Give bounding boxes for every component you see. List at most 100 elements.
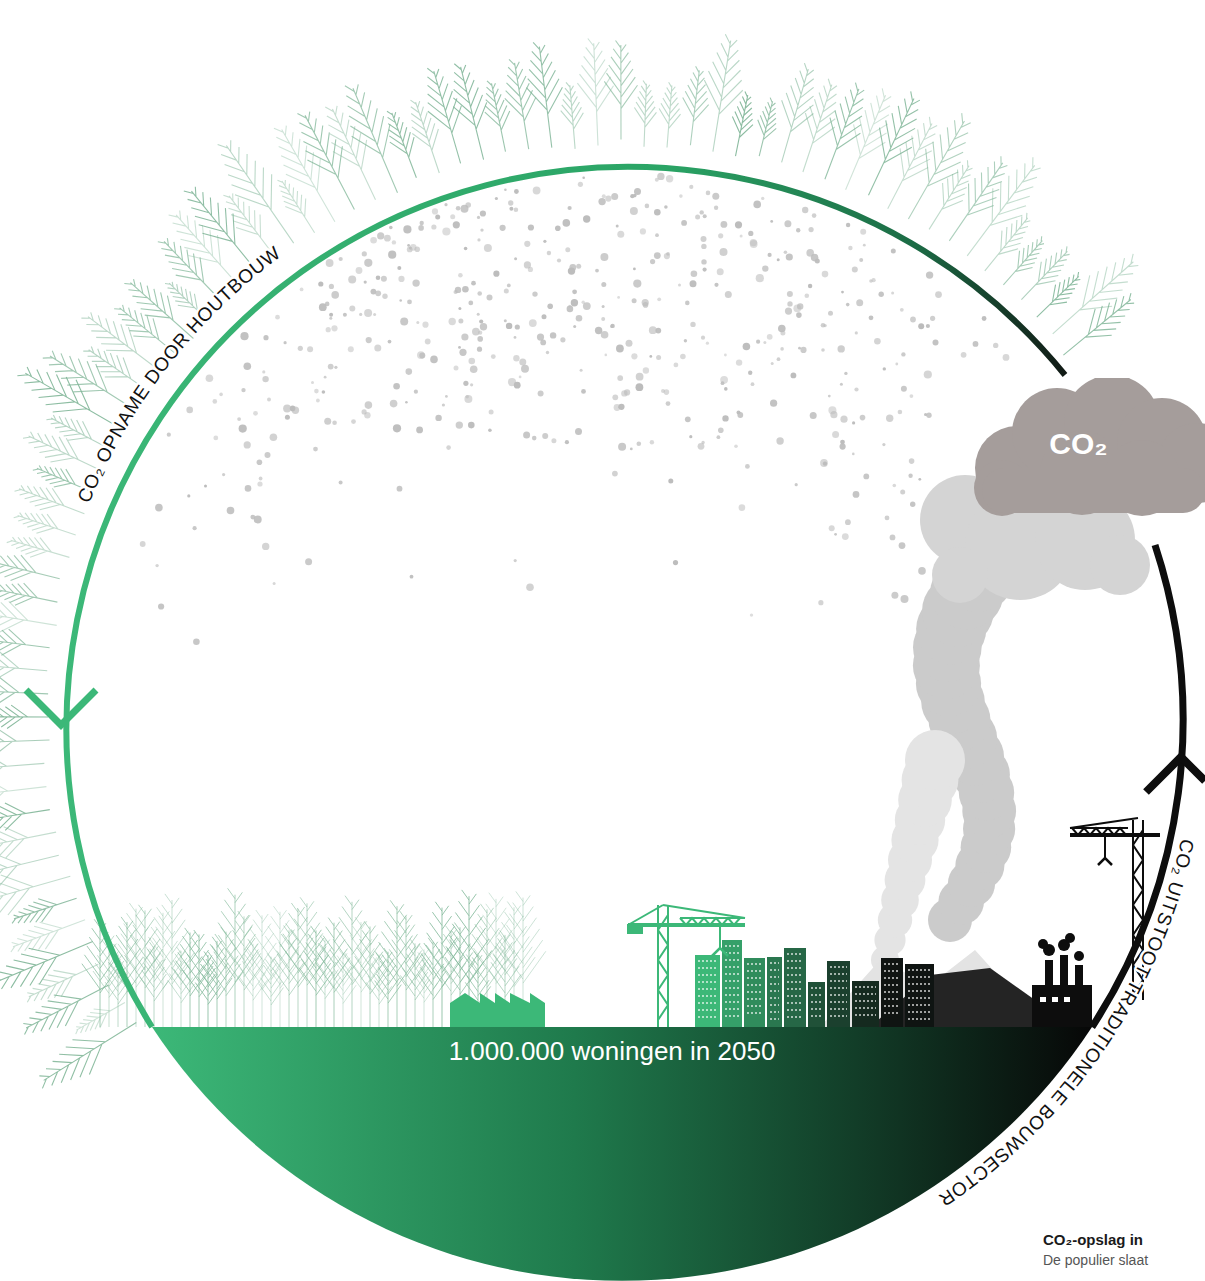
co2-dot <box>800 347 806 353</box>
co2-dot <box>685 301 690 306</box>
windows <box>908 969 931 970</box>
co2-dot <box>240 332 248 340</box>
co2-dot <box>244 363 252 371</box>
co2-dot <box>430 356 438 364</box>
co2-dot <box>538 390 544 396</box>
uptake-label: CO₂ OPNAME DOOR HOUTBOUW <box>73 242 284 506</box>
co2-dot <box>761 197 764 200</box>
co2-dot <box>863 474 869 480</box>
windows <box>787 981 803 982</box>
windows <box>884 977 900 978</box>
poplar-tree <box>286 102 371 218</box>
co2-dot <box>480 210 486 216</box>
co2-dot <box>464 247 468 251</box>
windows <box>830 1015 847 1016</box>
co2-dot <box>701 336 705 340</box>
co2-dot <box>695 215 700 220</box>
co2-dot <box>478 331 482 335</box>
co2-dot <box>581 389 586 394</box>
poplar-tree <box>5 529 73 568</box>
co2-dot <box>270 433 278 441</box>
note-body: De populier slaat <box>1043 1252 1148 1268</box>
co2-dot <box>560 337 565 342</box>
co2-dot <box>748 231 753 236</box>
co2-dot <box>514 207 519 212</box>
co2-dot <box>484 244 492 252</box>
co2-dot <box>630 207 638 215</box>
windows <box>747 991 762 992</box>
co2-dot <box>491 354 496 359</box>
co2-dot <box>477 238 480 241</box>
windows <box>770 997 779 998</box>
windows <box>698 960 717 961</box>
co2-dot <box>477 291 482 296</box>
co2-dot <box>213 399 218 404</box>
co2-dot <box>600 253 608 261</box>
co2-dot <box>601 282 606 287</box>
poplar-tree <box>299 926 333 1027</box>
co2-dot <box>900 308 904 312</box>
windows <box>698 974 717 975</box>
co2-dot <box>477 313 480 316</box>
co2-dot <box>284 341 287 344</box>
windows <box>830 994 847 995</box>
co2-dot <box>466 395 469 398</box>
co2-dot <box>885 516 890 521</box>
co2-dot <box>706 342 709 345</box>
windows <box>787 960 803 961</box>
poplar-tree <box>0 766 49 820</box>
co2-dot <box>678 283 681 286</box>
co2-dot <box>666 401 671 406</box>
co2-dot <box>480 323 487 330</box>
windows <box>811 1015 822 1016</box>
co2-dot <box>397 266 401 270</box>
co2-dot <box>578 182 583 187</box>
co2-dot <box>718 233 723 238</box>
poplar-tree <box>1040 244 1150 348</box>
poplar-tree <box>0 577 60 614</box>
co2-dot <box>770 400 777 407</box>
co2-dot <box>519 359 526 366</box>
poplar-tree <box>418 938 448 1027</box>
co2-dot <box>458 307 461 310</box>
co2-dot <box>853 491 860 498</box>
co2-dot <box>780 331 785 336</box>
co2-dot <box>815 259 820 264</box>
co2-dot <box>514 189 519 194</box>
co2-dot <box>267 398 271 402</box>
co2-dot <box>722 415 728 421</box>
co2-dot <box>365 401 373 409</box>
co2-dot <box>933 340 939 346</box>
co2-dot <box>735 221 742 228</box>
windows <box>770 990 779 991</box>
co2-dot <box>348 346 354 352</box>
co2-dot <box>883 367 886 370</box>
co2-dot <box>422 322 428 328</box>
windows <box>698 988 717 989</box>
windows <box>908 983 931 984</box>
co2-dot <box>331 291 339 299</box>
windows <box>698 967 717 968</box>
co2-dot <box>655 233 659 237</box>
co2-dot <box>602 194 606 198</box>
co2-dot <box>250 515 255 520</box>
co2-dot <box>573 325 576 328</box>
poplar-tree <box>633 80 658 147</box>
co2-dot <box>390 400 398 408</box>
co2-dot <box>909 458 915 464</box>
co2-dot <box>524 261 531 268</box>
co2-dot <box>547 303 553 309</box>
windows <box>855 1014 876 1015</box>
co2-dot <box>771 362 774 365</box>
co2-dot <box>454 365 459 370</box>
co2-dot <box>777 258 780 261</box>
poplar-tree <box>238 940 267 1027</box>
co2-dot <box>841 291 844 294</box>
co2-dot <box>595 327 602 334</box>
windows <box>855 1007 876 1008</box>
co2-dot <box>259 477 263 481</box>
co2-dot <box>334 366 337 369</box>
co2-dot <box>832 431 839 438</box>
co2-dot <box>993 343 998 348</box>
windows <box>908 997 931 998</box>
